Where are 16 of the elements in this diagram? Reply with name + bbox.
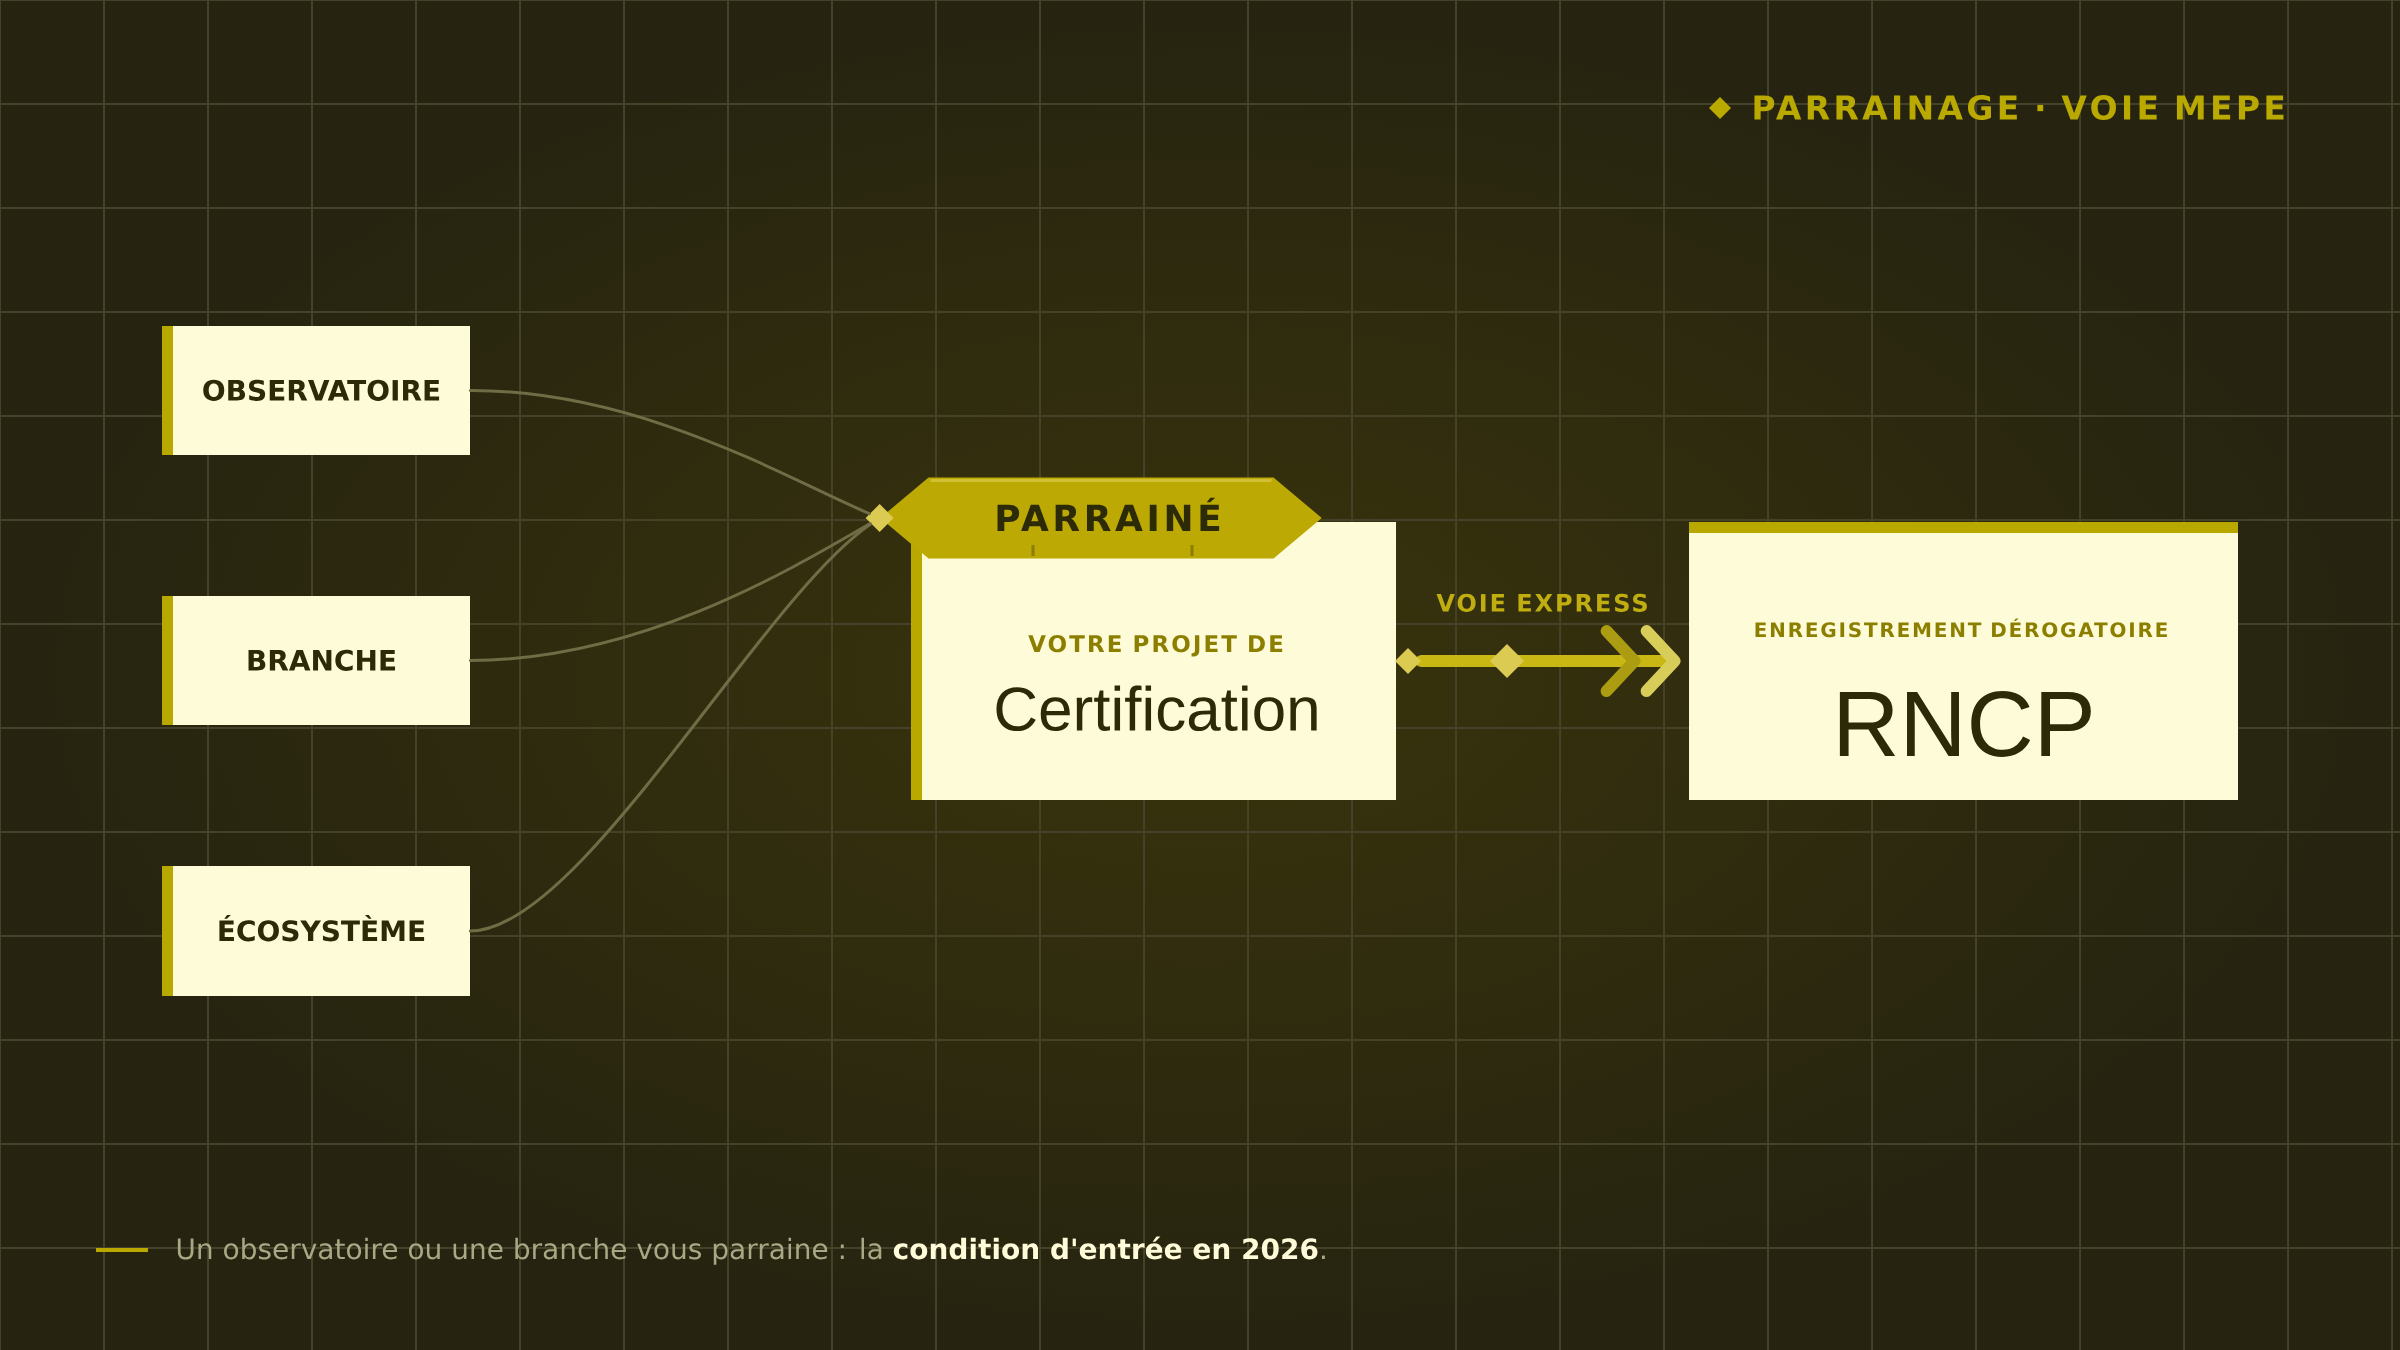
card-title: Certification (996, 685, 1317, 732)
connector-line (468, 522, 872, 933)
footnote-text: Un observatoire ou une branche vous parraine : la condition d'entrée en 2026. (177, 1236, 1325, 1265)
eyebrow-label: VOTRE PROJET DE (1028, 634, 1283, 657)
register-card (1689, 522, 2238, 800)
connector-line (468, 522, 872, 662)
connector-line (468, 389, 871, 516)
source-box: BRANCHE (162, 596, 470, 725)
source-box: OBSERVATOIRE (162, 326, 470, 455)
tag-banner: PARRAINÉ (880, 477, 1322, 559)
source-box: ÉCOSYSTÈME (162, 866, 470, 996)
eyebrow-label: ENREGISTREMENT DÉROGATOIRE (1755, 618, 2167, 638)
edge-label: VOIE EXPRESS (1436, 593, 1647, 612)
header-label: PARRAINAGE · VOIE MEPE (1754, 95, 2284, 120)
card-title: RNCP (1839, 691, 2091, 757)
arrow (1415, 625, 1681, 697)
